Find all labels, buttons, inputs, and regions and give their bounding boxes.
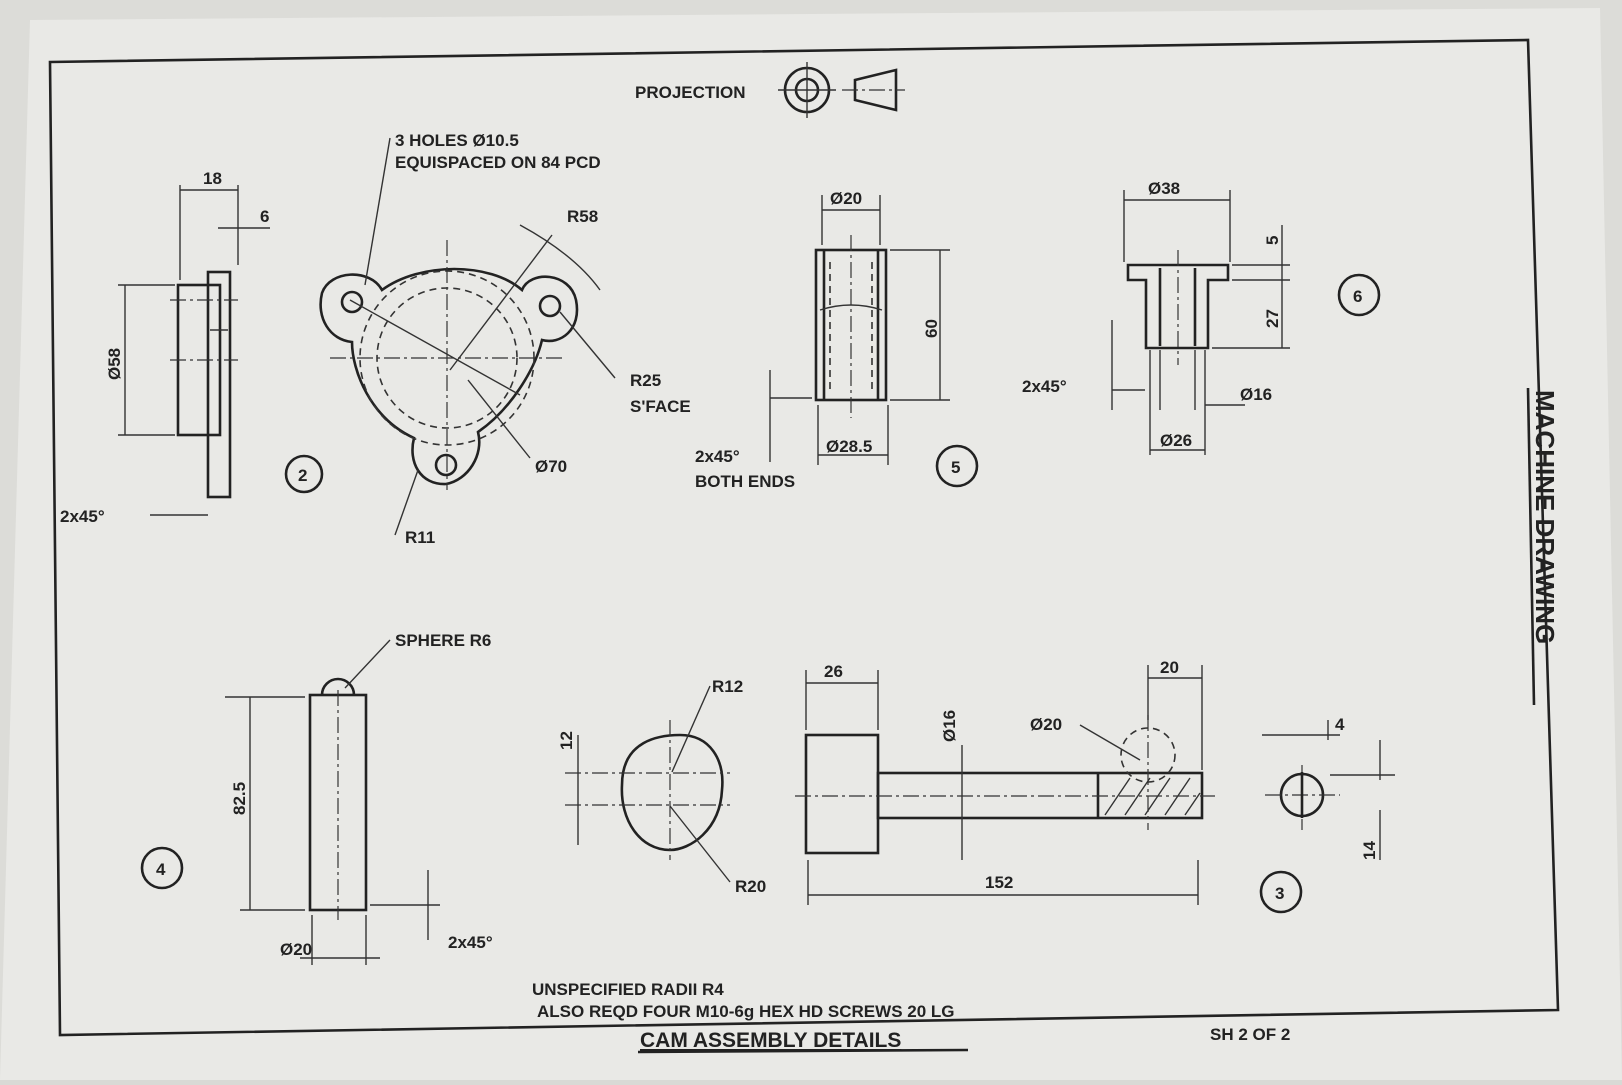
part4-length: 82.5 [230,782,249,815]
part2-r-outer: R58 [567,207,598,226]
part4-chamfer: 2x45° [448,933,493,952]
part6-number: 6 [1353,287,1362,306]
cam-offset: 12 [557,731,576,750]
cam-r-bottom: R20 [735,877,766,896]
part2-r-hole: R11 [405,528,435,547]
part4-number: 4 [156,860,166,879]
part3-dim-shaft-dia: Ø16 [940,710,959,742]
part6-head-thick: 5 [1263,236,1282,245]
part2-note-holes: 3 HOLES Ø10.5 [395,131,519,150]
part2-dia-body: Ø70 [535,457,567,476]
part4-number-circle [140,846,184,890]
part6-dia-head: Ø38 [1148,179,1180,198]
part2-dim-chamfer: 2x45° [60,507,105,526]
part5-dia-bottom: Ø28.5 [826,437,872,456]
part6-chamfer: 2x45° [1022,377,1067,396]
part3-view: 26 Ø16 20 Ø20 152 4 14 3 [795,658,1395,914]
part5-chamfer: 2x45° [695,447,740,466]
part4-view: SPHERE R6 82.5 Ø20 2x45° 4 [140,631,493,965]
cam-r-top: R12 [712,677,743,696]
part6-number-circle [1337,273,1381,317]
part6-dia-body: Ø26 [1160,431,1192,450]
projection-label: PROJECTION [635,83,746,102]
part3-dim-length: 152 [985,873,1013,892]
part5-number: 5 [951,458,960,477]
part5-chamfer-note: BOTH ENDS [695,472,795,491]
part6-view: Ø38 5 27 2x45° Ø16 Ø26 6 [1022,179,1381,455]
part5-number-circle [935,444,979,488]
part5-dia-top: Ø20 [830,189,862,208]
part5-view: Ø20 60 Ø28.5 2x45° BOTH ENDS 5 [695,189,979,491]
part2-front-view: 3 HOLES Ø10.5 EQUISPACED ON 84 PCD R58 R… [284,131,691,547]
part3-dim-end: 20 [1160,658,1179,677]
part2-number: 2 [298,466,307,485]
part6-dia-bore: Ø16 [1240,385,1272,404]
part3-dim-hole: Ø20 [1030,715,1062,734]
part3-dim-height: 14 [1360,841,1379,860]
part4-sphere: SPHERE R6 [395,631,491,650]
cam-profile-view: R12 12 R20 [557,677,766,896]
part4-dia: Ø20 [280,940,312,959]
part2-note-pcd: EQUISPACED ON 84 PCD [395,153,601,172]
note-screws: ALSO REQD FOUR M10-6g HEX HD SCREWS 20 L… [537,1002,955,1021]
part3-number-circle [1259,870,1303,914]
part2-surface-note: S'FACE [630,397,691,416]
part2-dim-flange: 6 [260,207,269,226]
drawing-border [48,38,1560,1037]
side-title: MACHINE DRAWING [1530,390,1560,644]
notes-block: UNSPECIFIED RADII R4 ALSO REQD FOUR M10-… [532,980,955,1021]
part2-dim-dia: Ø58 [105,348,124,380]
drawing-title: CAM ASSEMBLY DETAILS [640,1029,901,1052]
part3-dim-head: 26 [824,662,843,681]
projection-symbol: PROJECTION [635,62,905,118]
note-radii: UNSPECIFIED RADII R4 [532,980,724,999]
part3-number: 3 [1275,884,1284,903]
part2-number-circle [284,454,324,494]
part2-r-lobe: R25 [630,371,661,390]
part3-dim-slot: 4 [1335,715,1345,734]
sheet-number: SH 2 OF 2 [1210,1025,1290,1044]
part6-length: 27 [1263,309,1282,328]
part2-dim-width: 18 [203,169,222,188]
part5-length: 60 [922,319,941,338]
part2-side-view: 18 6 Ø58 2x45° [60,169,270,526]
